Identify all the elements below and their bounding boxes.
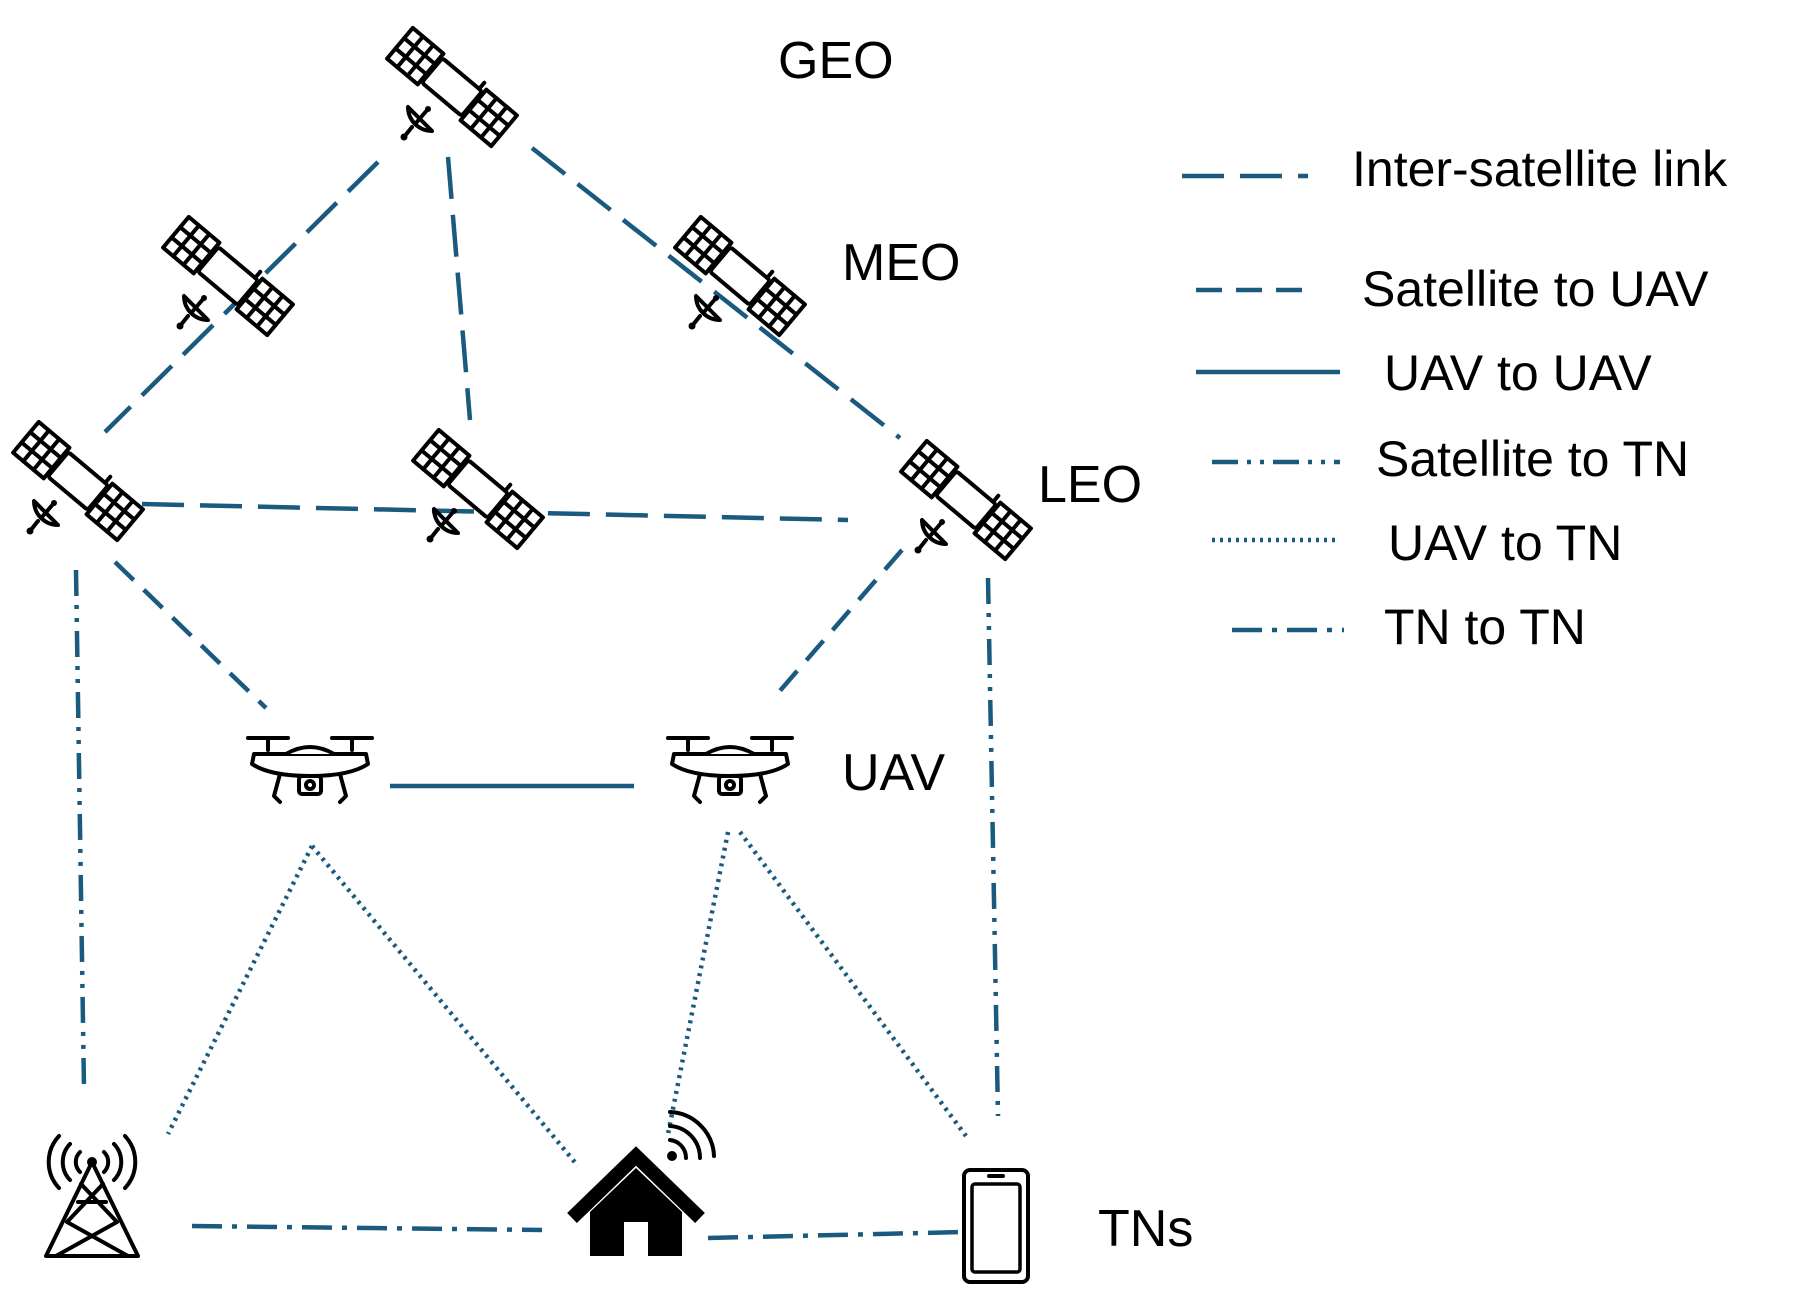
satellite-icon	[385, 22, 522, 149]
smartphone-icon	[962, 1168, 1030, 1284]
satellite-icon	[161, 211, 298, 338]
tier-label-uav: UAV	[842, 744, 945, 802]
legend-label: TN to TN	[1384, 599, 1586, 655]
link-leoleft-tower	[73, 569, 87, 1089]
legend-label: UAV to TN	[1388, 515, 1622, 571]
link-uavright-phone	[738, 830, 968, 1138]
link-house-phone	[707, 1229, 965, 1241]
links	[73, 146, 1001, 1241]
tier-label-meo: MEO	[842, 234, 960, 292]
legend-item: Satellite to UAV	[1196, 261, 1709, 317]
legend-item: UAV to UAV	[1196, 345, 1652, 401]
legend-label: Satellite to TN	[1376, 431, 1689, 487]
satellite-icon	[411, 424, 548, 551]
cell-tower-icon	[44, 1134, 140, 1258]
tn-tn-links	[191, 1223, 965, 1241]
satellite-icon	[11, 416, 148, 543]
legend-label: Satellite to UAV	[1362, 261, 1709, 317]
satellite-icon	[899, 435, 1036, 562]
satellite-tn-links	[73, 569, 1001, 1117]
link-leoright-phone	[985, 577, 1001, 1117]
satellite-uav-links	[113, 548, 904, 710]
link-leoright-uavright	[770, 548, 904, 702]
uav-tn-links	[165, 830, 968, 1168]
drones	[246, 736, 794, 804]
legend: Inter-satellite link Satellite to UAV UA…	[1182, 141, 1728, 655]
link-geo-leomid	[445, 156, 473, 421]
tier-label-leo: LEO	[1038, 456, 1142, 514]
link-geo-meoright-leoright	[530, 146, 902, 440]
link-tower-house	[191, 1223, 543, 1233]
legend-item: UAV to TN	[1212, 515, 1622, 571]
link-uavleft-house	[310, 844, 580, 1168]
tier-label-geo: GEO	[778, 32, 894, 90]
drone-icon	[666, 736, 794, 804]
legend-label: Inter-satellite link	[1352, 141, 1728, 197]
drone-icon	[246, 736, 374, 804]
tier-label-tns: TNs	[1098, 1200, 1193, 1258]
legend-label: UAV to UAV	[1384, 345, 1652, 401]
link-leoleft-uavleft	[113, 560, 268, 710]
legend-item: Inter-satellite link	[1182, 141, 1728, 197]
link-uavright-house	[665, 831, 731, 1135]
legend-item: TN to TN	[1232, 599, 1586, 655]
legend-item: Satellite to TN	[1212, 431, 1689, 487]
smart-home-icon	[567, 1110, 716, 1256]
link-uavleft-tower	[165, 844, 315, 1136]
